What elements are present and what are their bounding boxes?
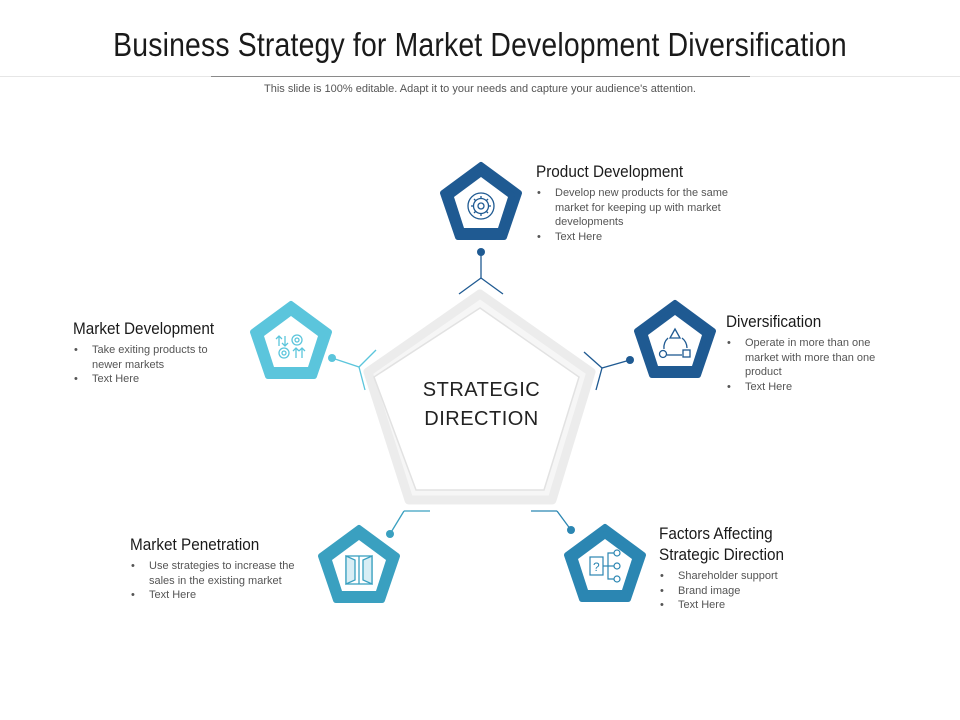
- text-block-product-development: Product Development Develop new products…: [536, 161, 736, 244]
- bullet-item: Operate in more than one market with mor…: [726, 336, 876, 380]
- node-diversification: [634, 300, 716, 378]
- connector-dot-product: [477, 248, 485, 256]
- connector-dot-factors: [567, 526, 575, 534]
- connector-market-dev: [331, 349, 377, 391]
- bullet-item: Text Here: [536, 230, 736, 245]
- bullet-item: Take exiting products to newer markets: [73, 343, 233, 372]
- bullet-item: Brand image: [659, 584, 819, 599]
- node-title: Diversification: [726, 312, 822, 331]
- node-product-development: [440, 162, 522, 240]
- connector-penetration: [389, 510, 430, 535]
- connector-diversification: [583, 351, 631, 391]
- node-market-development: [250, 301, 332, 379]
- node-factors-affecting: ?: [564, 524, 646, 602]
- title-divider-accent: [211, 76, 750, 77]
- bullet-item: Text Here: [130, 588, 320, 603]
- slide-title: Business Strategy for Market Development…: [113, 26, 847, 63]
- connector-dot-market-dev: [328, 354, 336, 362]
- bullet-item: Shareholder support: [659, 569, 819, 584]
- gear-cycle-icon: [467, 192, 495, 220]
- node-title: Market Development: [73, 319, 215, 338]
- node-title: Product Development: [536, 162, 684, 181]
- connector-factors: [531, 510, 572, 531]
- bullet-item: Develop new products for the same market…: [536, 186, 736, 230]
- flowchart-icon: ?: [589, 549, 621, 583]
- text-block-factors-affecting: Factors Affecting Strategic Direction Sh…: [659, 523, 819, 613]
- door-icon: [345, 554, 373, 586]
- svg-text:?: ?: [593, 560, 600, 574]
- center-label-line1: STRATEGIC: [422, 379, 541, 401]
- text-block-market-penetration: Market Penetration Use strategies to inc…: [130, 534, 320, 603]
- connector-dot-penetration: [386, 530, 394, 538]
- bullet-item: Text Here: [659, 598, 819, 613]
- center-label-line2: DIRECTION: [424, 408, 539, 430]
- connector-dot-diversification: [626, 356, 634, 364]
- connector-product: [458, 252, 504, 295]
- node-title: Factors Affecting Strategic Direction: [659, 524, 785, 564]
- shapes-cycle-icon: [658, 327, 691, 359]
- bullet-item: Text Here: [726, 380, 876, 395]
- center-label: STRATEGIC DIRECTION: [400, 376, 563, 434]
- slide-subtitle: This slide is 100% editable. Adapt it to…: [264, 83, 696, 95]
- center-pentagon-inner: [373, 307, 580, 491]
- text-block-market-development: Market Development Take exiting products…: [73, 318, 233, 387]
- node-title: Market Penetration: [130, 535, 260, 554]
- text-block-diversification: Diversification Operate in more than one…: [726, 311, 876, 394]
- node-market-penetration: [318, 525, 400, 603]
- gears-arrows-icon: [275, 334, 306, 359]
- bullet-item: Use strategies to increase the sales in …: [130, 559, 320, 588]
- bullet-item: Text Here: [73, 372, 233, 387]
